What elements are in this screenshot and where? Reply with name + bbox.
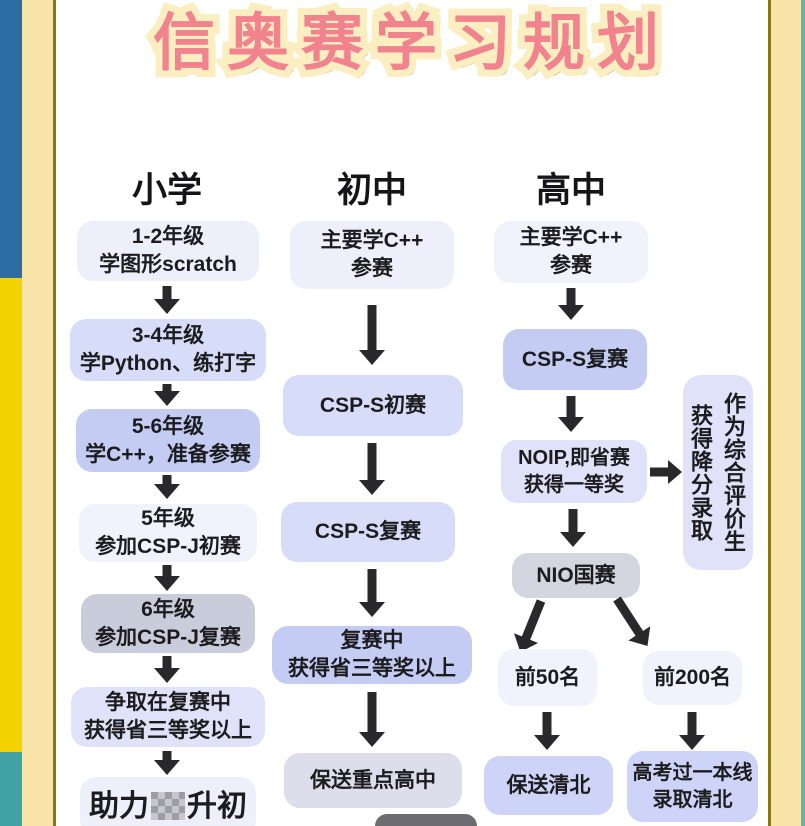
node-text-line: 复赛中 bbox=[340, 629, 404, 653]
edge-strip-blue-left bbox=[0, 0, 22, 278]
flow-node-grade6-cspj-final: 6年级 参加CSP-J复赛 bbox=[81, 594, 255, 653]
node-text-line: 3-4年级 bbox=[131, 324, 205, 348]
censored-text-block bbox=[151, 792, 185, 821]
node-text-line: 获得省三等奖以上 bbox=[288, 657, 456, 680]
arrow-down-right-icon bbox=[606, 592, 658, 653]
flow-node-gaokao-admission: 高考过一本线 录取清北 bbox=[627, 751, 758, 822]
arrow-down-icon bbox=[679, 712, 705, 750]
node-text-line: 主要学C++ bbox=[320, 229, 424, 253]
flow-node-guaranteed-tsinghua-peking: 保送清北 bbox=[484, 756, 613, 815]
node-text-line: 学图形scratch bbox=[99, 253, 237, 276]
arrow-down-icon bbox=[558, 396, 584, 432]
edge-strip-cream-left bbox=[22, 0, 53, 826]
side-note-comprehensive-evaluation: 作为综合评价生 获得降分录取 bbox=[683, 375, 753, 570]
flow-node-csps-final: CSP-S复赛 bbox=[281, 502, 455, 562]
side-note-line: 作为综合评价生 bbox=[721, 392, 746, 553]
node-text-line: 获得省三等奖以上 bbox=[84, 719, 252, 742]
node-text-line: 参赛 bbox=[351, 257, 393, 280]
flow-node-grade-5-6: 5-6年级 学C++，准备参赛 bbox=[76, 409, 260, 472]
node-text-line: 参加CSP-J复赛 bbox=[95, 625, 241, 649]
node-text-line: CSP-S复赛 bbox=[314, 520, 422, 544]
arrow-down-icon bbox=[359, 443, 385, 495]
arrow-down-icon bbox=[560, 509, 586, 547]
flow-node-grade-1-2: 1-2年级 学图形scratch bbox=[77, 221, 259, 281]
node-text-line: 主要学C++ bbox=[519, 226, 623, 250]
column-header-elementary: 小学 bbox=[131, 171, 202, 210]
page-title-outline: 信奥赛学习规划 bbox=[146, 2, 671, 85]
node-text-line: CSP-S复赛 bbox=[521, 347, 629, 371]
edge-strip-cream-right bbox=[771, 0, 801, 826]
node-text-line: 录取清北 bbox=[652, 788, 733, 811]
flow-node-boost-school-admission: 助力 升初 bbox=[80, 777, 256, 826]
arrow-down-icon bbox=[154, 565, 180, 591]
arrow-down-left-icon bbox=[508, 596, 553, 657]
node-text-line: NIO国赛 bbox=[536, 563, 616, 587]
page-title-text: 信奥赛学习规划 bbox=[152, 9, 671, 78]
flow-node-top-50: 前50名 bbox=[498, 649, 597, 706]
column-header-middle-school: 初中 bbox=[336, 171, 407, 210]
edge-line-olive-right bbox=[768, 0, 771, 826]
node-text-line: 助力 升初 bbox=[89, 787, 247, 826]
arrow-down-icon bbox=[154, 656, 180, 683]
node-text-line: 高考过一本线 bbox=[632, 762, 753, 785]
node-text-line: 学C++，准备参赛 bbox=[85, 442, 251, 466]
flow-node-csps-prelim: CSP-S初赛 bbox=[283, 375, 463, 436]
flow-node-top-200: 前200名 bbox=[643, 651, 742, 705]
flow-node-ms-provincial-third-prize: 复赛中 获得省三等奖以上 bbox=[272, 626, 472, 684]
node-text-line: 争取在复赛中 bbox=[105, 691, 231, 715]
flow-node-grade5-cspj-prelim: 5年级 参加CSP-J初赛 bbox=[79, 504, 257, 562]
node-text-line: 前50名 bbox=[514, 665, 581, 689]
node-text-line: NOIP,即省赛 bbox=[518, 447, 630, 470]
edge-strip-teal-right bbox=[800, 0, 805, 826]
node-text-line: 5年级 bbox=[141, 507, 195, 531]
flow-node-grade-3-4: 3-4年级 学Python、练打字 bbox=[70, 319, 266, 381]
edge-strip-yellow-left bbox=[0, 278, 22, 752]
column-header-high-school: 高中 bbox=[535, 171, 606, 210]
node-text-suffix: 升初 bbox=[187, 790, 247, 824]
arrow-down-icon bbox=[359, 305, 385, 365]
flow-node-provincial-third-prize: 争取在复赛中 获得省三等奖以上 bbox=[71, 687, 265, 747]
side-note-line: 获得降分录取 bbox=[688, 403, 713, 542]
flow-node-hs-learn-cpp: 主要学C++ 参赛 bbox=[494, 221, 648, 283]
arrow-down-icon bbox=[359, 569, 385, 617]
node-text-line: 前200名 bbox=[653, 666, 732, 690]
node-text-line: 参加CSP-J初赛 bbox=[95, 535, 241, 558]
flow-node-guaranteed-key-high-school: 保送重点高中 bbox=[284, 753, 462, 808]
arrow-down-icon bbox=[558, 288, 584, 320]
arrow-down-icon bbox=[154, 286, 180, 314]
decor-rounded-shape bbox=[375, 814, 477, 826]
node-text-line: 6年级 bbox=[141, 597, 195, 621]
node-text-line: CSP-S初赛 bbox=[319, 393, 427, 417]
node-text-line: 学Python、练打字 bbox=[79, 352, 257, 375]
node-text-line: 保送重点高中 bbox=[310, 768, 436, 792]
node-text-prefix: 助力 bbox=[89, 790, 149, 824]
flow-node-hs-csps-final: CSP-S复赛 bbox=[503, 329, 647, 390]
flow-node-nio-national: NIO国赛 bbox=[512, 553, 640, 598]
page-title: 信奥赛学习规划 信奥赛学习规划 bbox=[56, 2, 768, 88]
arrow-down-icon bbox=[154, 751, 180, 775]
node-text-line: 参赛 bbox=[550, 254, 592, 277]
edge-line-olive-left bbox=[53, 0, 56, 826]
node-text-line: 1-2年级 bbox=[131, 225, 205, 249]
arrow-down-icon bbox=[534, 712, 560, 750]
edge-strip-teal-left bbox=[0, 752, 22, 826]
arrow-down-icon bbox=[359, 692, 385, 747]
flow-node-noip-first-prize: NOIP,即省赛 获得一等奖 bbox=[501, 440, 647, 503]
node-text-line: 5-6年级 bbox=[131, 414, 205, 438]
node-text-line: 获得一等奖 bbox=[524, 473, 624, 496]
flow-node-ms-learn-cpp: 主要学C++ 参赛 bbox=[290, 221, 454, 289]
node-text-line: 保送清北 bbox=[506, 773, 591, 797]
arrow-right-icon bbox=[650, 459, 682, 485]
arrow-down-icon bbox=[154, 475, 180, 499]
arrow-down-icon bbox=[154, 384, 180, 406]
